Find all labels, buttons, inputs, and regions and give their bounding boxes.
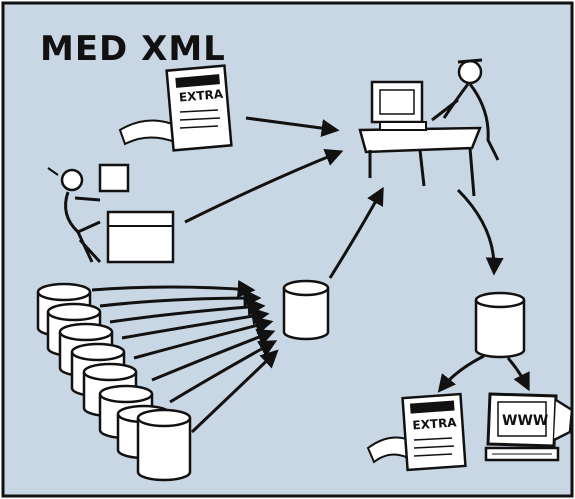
central-database-icon xyxy=(282,279,330,341)
arrow-database-7-to-central-db xyxy=(169,340,278,404)
database-stack xyxy=(36,282,192,482)
newspaper-source-icon: EXTRA xyxy=(118,64,233,152)
workstation-icon xyxy=(358,58,500,197)
arrow-database-6-to-central-db xyxy=(151,328,276,382)
arrow-workstation-to-output-db xyxy=(456,188,504,276)
arrow-database-1-to-central-db xyxy=(91,279,256,298)
arrow-database-4-to-central-db xyxy=(121,307,270,340)
arrow-database-3-to-central-db xyxy=(109,298,266,324)
monitor-label: WWW xyxy=(502,413,548,429)
flow-arrows xyxy=(91,116,530,434)
newspaper-bottom-label: EXTRA xyxy=(412,415,458,432)
arrow-newspaper-to-workstation xyxy=(245,116,340,138)
newspaper-top-label: EXTRA xyxy=(178,87,224,105)
arrow-database-5-to-central-db xyxy=(133,316,274,360)
writer-at-desk-icon xyxy=(47,163,175,264)
database-icon xyxy=(136,408,192,482)
output-database-icon xyxy=(474,291,526,359)
arrow-writer-to-workstation xyxy=(184,148,344,224)
arrow-output-db-to-computer xyxy=(506,357,530,392)
output-newspaper-icon: EXTRA xyxy=(366,392,467,472)
arrow-database-8-to-central-db xyxy=(190,349,279,434)
diagram-title: MED XML xyxy=(40,29,226,69)
arrow-database-2-to-central-db xyxy=(99,289,262,308)
arrow-central-db-to-workstation xyxy=(328,186,384,279)
output-computer-icon: WWW xyxy=(484,392,574,462)
arrow-output-db-to-newspaper xyxy=(437,354,485,393)
